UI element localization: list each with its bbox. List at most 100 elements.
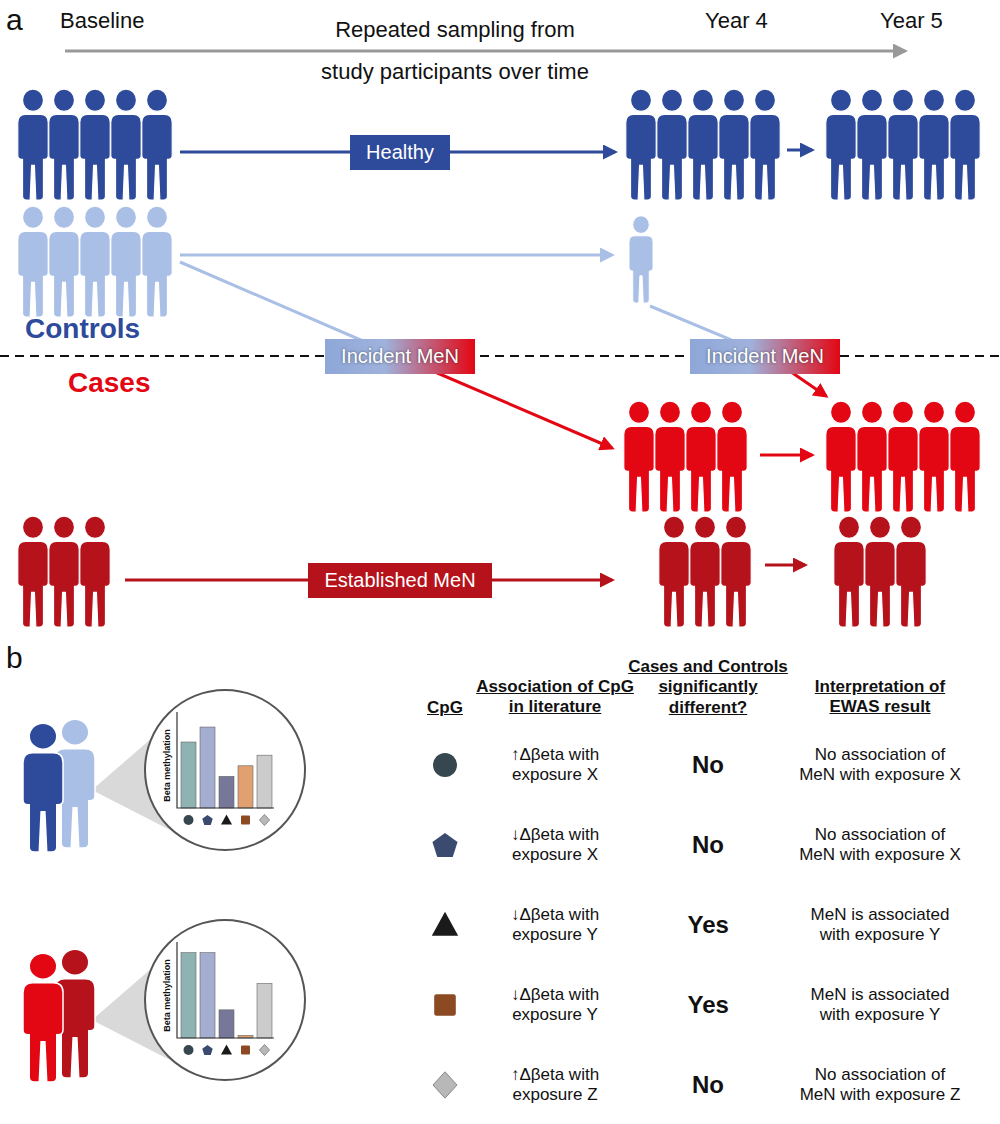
person-icon [888, 89, 918, 200]
cpg-symbol [432, 833, 457, 857]
table-cell: No association of MeN with exposure Z [797, 1065, 963, 1106]
person-icon [655, 401, 685, 512]
cpg-symbol [260, 815, 270, 826]
methylation-bar [257, 983, 272, 1038]
cpg-symbol [241, 1046, 250, 1055]
arrow-line [180, 254, 612, 257]
person-icon [690, 516, 720, 627]
person-icon [919, 401, 949, 512]
panel-letter: b [6, 640, 23, 676]
person-icon [659, 516, 689, 627]
cpg-symbol [202, 815, 212, 825]
arrow-line [765, 564, 805, 567]
person-icon [23, 953, 63, 1082]
methylation-bar [181, 742, 196, 808]
person-icon [857, 89, 887, 200]
person-icon [865, 516, 895, 627]
person-icon [49, 516, 79, 627]
table-cell: ↓Δβeta with exposure Y [480, 985, 630, 1026]
person-icon [826, 89, 856, 200]
box-label: Healthy [366, 141, 434, 163]
person-icon [80, 206, 110, 317]
cpg-symbol [433, 753, 457, 777]
methylation-bar [200, 727, 215, 808]
cpg-symbol [241, 816, 250, 825]
methylation-bar [219, 1010, 234, 1038]
table-cell: No [692, 751, 724, 780]
person-icon [18, 516, 48, 627]
process-box: Established MeN [308, 563, 491, 598]
time-label: Year 4 [705, 8, 768, 34]
box-label: Incident MeN [706, 345, 824, 367]
cpg-symbol [260, 1045, 270, 1056]
methylation-bar [200, 953, 215, 1038]
table-header: Association of CpG in literature [473, 677, 638, 718]
process-box: Incident MeN [325, 339, 475, 374]
table-header: Cases and Controls significantly differe… [623, 657, 793, 718]
table-header: CpG [427, 698, 463, 718]
person-icon [896, 516, 926, 627]
person-icon [4, 1, 36, 110]
table-cell: ↑Δβeta with exposure X [480, 745, 630, 786]
methylation-bar [257, 755, 272, 808]
person-icon [950, 401, 980, 512]
person-icon [950, 89, 980, 200]
person-icon [142, 206, 172, 317]
panel-letter: a [6, 2, 23, 38]
time-label: Year 5 [880, 8, 943, 34]
person-icon [919, 89, 949, 200]
cpg-symbol [221, 1045, 232, 1055]
axis-label: Repeated sampling from study participant… [315, 9, 595, 93]
table-cell: Yes [688, 911, 729, 940]
person-icon [49, 206, 79, 317]
box-label: Incident MeN [341, 345, 459, 367]
axis-title: Beta methylation [161, 959, 172, 1032]
person-icon [657, 89, 687, 200]
person-icon [18, 206, 48, 317]
person-icon [49, 89, 79, 200]
group-label: Cases [68, 366, 151, 400]
methylation-bar [219, 776, 234, 808]
cpg-symbol [432, 912, 458, 936]
person-icon [624, 401, 654, 512]
table-cell: No association of MeN with exposure X [797, 745, 963, 786]
chart-axis [177, 942, 274, 1038]
cpg-symbol [434, 994, 456, 1016]
person-icon [717, 401, 747, 512]
arrow-line [760, 454, 812, 457]
person-icon [719, 89, 749, 200]
axis-label: Baseline [60, 8, 144, 34]
zoom-circle [145, 690, 305, 850]
person-icon [23, 723, 63, 852]
table-cell: Yes [688, 991, 729, 1020]
process-box: Healthy [350, 135, 450, 170]
methylation-bar [238, 766, 253, 808]
table-cell: No [692, 831, 724, 860]
person-icon [721, 516, 751, 627]
person-icon [80, 89, 110, 200]
group-label: Controls [25, 312, 140, 346]
table-cell: MeN is associated with exposure Y [797, 985, 963, 1026]
cpg-symbol [184, 1045, 194, 1055]
axis-title: Beta methylation [161, 729, 172, 802]
box-label: Established MeN [324, 569, 475, 591]
cpg-symbol [433, 1072, 457, 1098]
cpg-symbol [221, 815, 232, 825]
cpg-symbol [184, 815, 194, 825]
table-cell: No association of MeN with exposure X [797, 825, 963, 866]
table-cell: ↑Δβeta with exposure Z [480, 1065, 630, 1106]
table-cell: MeN is associated with exposure Y [797, 905, 963, 946]
table-cell: ↓Δβeta with exposure Y [480, 905, 630, 946]
person-icon [686, 401, 716, 512]
person-icon [834, 516, 864, 627]
person-icon [80, 516, 110, 627]
table-cell: No [692, 1071, 724, 1100]
zoom-circle [145, 920, 305, 1080]
person-icon [626, 89, 656, 200]
methylation-bar [181, 953, 196, 1038]
person-icon [750, 89, 780, 200]
person-icon [111, 206, 141, 317]
person-icon [629, 216, 653, 303]
